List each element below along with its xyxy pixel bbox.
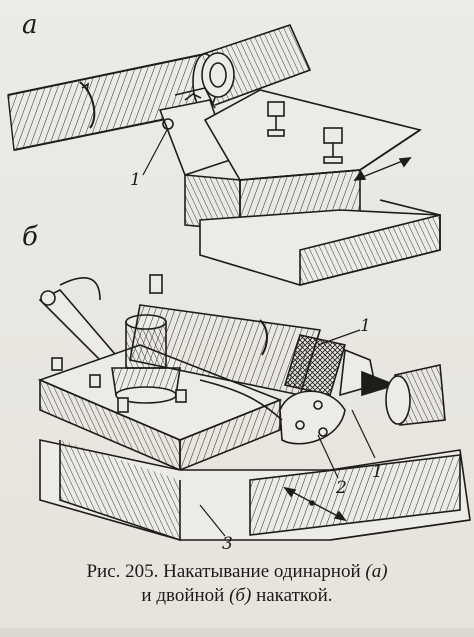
- callout-b-2: 2: [336, 478, 347, 498]
- caption-line-1: Рис. 205. Накатывание одинарной (а): [0, 560, 474, 584]
- caption-line-2: и двойной (б) накаткой.: [0, 584, 474, 608]
- callout-b-3: 3: [222, 534, 233, 554]
- panel-b-drawing: [37, 274, 471, 542]
- callout-b-1-right: 1: [372, 462, 383, 482]
- feed-direction-arrow: [283, 486, 347, 522]
- panel-b-label: б: [22, 222, 38, 252]
- bolt-icon: [267, 101, 285, 137]
- bolt-icon: [323, 127, 343, 164]
- page-edge: [0, 628, 474, 637]
- caption-ref-b: (б): [229, 585, 252, 606]
- callout-a-1: 1: [130, 170, 141, 190]
- panel-a-label: а: [22, 10, 38, 40]
- panel-a-drawing: [7, 24, 441, 287]
- caption-line1-text: Рис. 205. Накатывание одинарной: [86, 561, 361, 582]
- callout-b-1-top: 1: [360, 316, 371, 336]
- figure-caption: Рис. 205. Накатывание одинарной (а) и дв…: [0, 560, 474, 608]
- caption-line2-text: и двойной: [141, 585, 225, 606]
- caption-ref-a: (а): [365, 561, 388, 582]
- caption-line2-suffix: накаткой.: [256, 585, 333, 606]
